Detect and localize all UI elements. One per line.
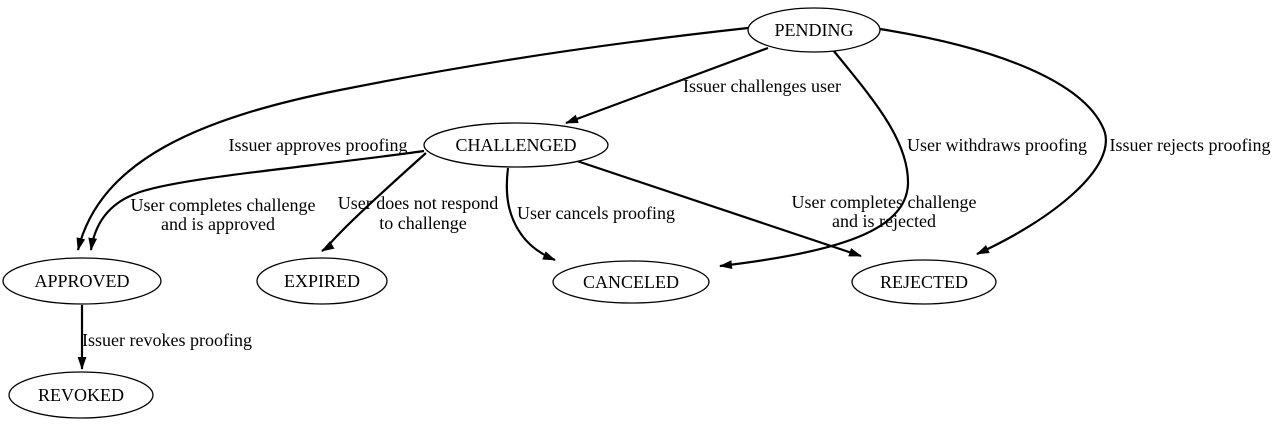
edge-challenged-canceled — [505, 167, 556, 262]
node-revoked-shape — [8, 371, 154, 419]
edge-label-completes-rejected-line1: User completes challenge — [792, 192, 977, 212]
node-approved-label: APPROVED — [34, 271, 129, 291]
node-pending-label: PENDING — [775, 20, 854, 40]
edge-label-no-respond-line1: User does not respond — [338, 193, 498, 213]
node-rejected-label: REJECTED — [880, 272, 968, 292]
node-revoked: REVOKED — [8, 371, 154, 419]
edge-label-completes-approved-line1: User completes challenge — [131, 195, 316, 215]
edge-label-user-cancels-proofing: User cancels proofing — [517, 203, 675, 223]
edge-label-issuer-approves-proofing: Issuer approves proofing — [229, 135, 408, 155]
node-rejected: REJECTED — [851, 259, 997, 305]
node-revoked-label: REVOKED — [38, 385, 124, 405]
edge-pending-rejected — [879, 27, 1107, 256]
node-canceled-shape — [552, 260, 710, 304]
edge-label-no-respond-line2: to challenge — [379, 213, 466, 233]
node-canceled: CANCELED — [552, 260, 710, 304]
node-expired: EXPIRED — [256, 257, 388, 305]
node-approved: APPROVED — [2, 257, 162, 305]
node-approved-shape — [2, 257, 162, 305]
node-rejected-shape — [851, 259, 997, 305]
edge-label-issuer-rejects-proofing: Issuer rejects proofing — [1110, 135, 1271, 155]
edge-pending-challenged — [565, 46, 769, 125]
edge-label-completes-rejected-line2: and is rejected — [832, 211, 936, 231]
edge-label-issuer-revokes-proofing: Issuer revokes proofing — [82, 330, 252, 350]
edge-pending-canceled — [719, 49, 910, 269]
edge-challenged-approved — [88, 149, 425, 251]
node-pending: PENDING — [747, 7, 881, 53]
node-challenged-shape — [423, 122, 609, 168]
node-expired-shape — [256, 257, 388, 305]
node-challenged-label: CHALLENGED — [456, 135, 577, 155]
edge-label-user-withdraws-proofing: User withdraws proofing — [907, 135, 1087, 155]
edge-challenged-expired — [321, 152, 427, 252]
edge-label-completes-approved-line2: and is approved — [161, 214, 275, 234]
node-canceled-label: CANCELED — [583, 272, 679, 292]
node-pending-shape — [747, 7, 881, 53]
edge-pending-approved — [76, 26, 749, 251]
edge-label-issuer-challenges-user: Issuer challenges user — [683, 76, 841, 96]
node-expired-label: EXPIRED — [284, 271, 360, 291]
edge-challenged-rejected — [576, 159, 862, 258]
node-challenged: CHALLENGED — [423, 122, 609, 168]
